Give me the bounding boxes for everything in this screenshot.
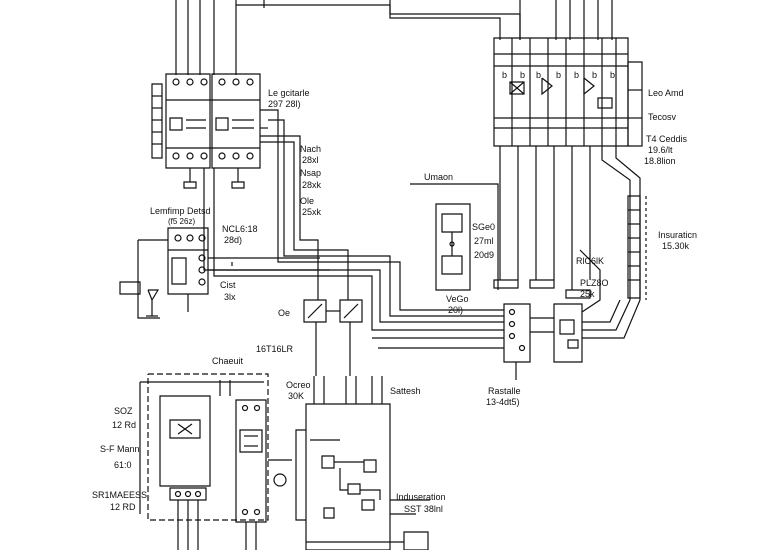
svg-text:b: b [556, 70, 561, 80]
label-sr-maeess-value: 12 RD [110, 502, 136, 512]
label-cist: Cist [220, 280, 236, 290]
terminal-strip-right [628, 196, 646, 300]
sensor-pair [304, 300, 362, 376]
label-umaon: Umaon [424, 172, 454, 182]
label-sf-mann: S-F Mann [100, 444, 140, 454]
label-sf-mann-value: 61:0 [114, 460, 132, 470]
label-ole-value: 25xk [302, 207, 322, 217]
label-plzso-value: 25k [580, 289, 595, 299]
label-nach-value: 28xl [302, 155, 319, 165]
label-chaeuit: Chaeuit [212, 356, 244, 366]
control-panel-bottom [296, 376, 430, 550]
relay-module-left [120, 228, 330, 318]
label-nclg-value: 28d) [224, 235, 243, 245]
label-ta-ceddis-value2: 18.8lion [644, 156, 676, 166]
svg-text:b: b [520, 70, 525, 80]
label-plzso: PLZ8O [580, 278, 609, 288]
label-sgeo-value2: 20d9 [474, 250, 495, 260]
junction-boxes [494, 250, 640, 380]
label-sr-maeess: SR1MAEESS [92, 490, 148, 500]
label-ltclsle: 16T16LR [256, 344, 294, 354]
label-lemfimp: Lemfimp Detsd [150, 206, 211, 216]
label-tecosv: Tecosv [648, 112, 677, 122]
label-sattesh: Sattesh [390, 386, 421, 396]
label-ocreo: Ocreo [286, 380, 311, 390]
svg-text:b: b [592, 70, 597, 80]
label-rastalle: Rastalle [488, 386, 521, 396]
svg-text:b: b [536, 70, 541, 80]
label-le-gcitarle-value: 297 28l) [268, 99, 301, 109]
cabinet-bottom-left [140, 374, 292, 550]
label-ta-ceddis-value1: 19.6/lt [648, 145, 673, 155]
svg-text:b: b [610, 70, 615, 80]
label-nsap-value: 28xk [302, 180, 322, 190]
label-induseration: Induseration [396, 492, 446, 502]
label-nclg: NCL6:18 [222, 224, 258, 234]
label-oe: Oe [278, 308, 291, 318]
label-ta-ceddis: T4 Ceddis [646, 134, 688, 144]
label-insuration-value: 15.30k [662, 241, 690, 251]
label-sgeo: SGe0 [472, 222, 496, 232]
label-le-gcitarle: Le gcitarle [268, 88, 310, 98]
svg-text:b: b [574, 70, 579, 80]
label-ole: Ole [300, 196, 315, 206]
label-soz-value: 12 Rd [112, 420, 137, 430]
label-ocreo-value: 30K [288, 391, 305, 401]
label-cist-value: 3lx [224, 292, 236, 302]
breaker-module-left [152, 74, 268, 188]
contactor-module-right [494, 38, 642, 300]
label-rlgk: RlC6lK [576, 256, 605, 266]
svg-text:b: b [502, 70, 507, 80]
label-soz: SOZ [114, 406, 133, 416]
label-lemfimp-value: (f5 26z) [168, 217, 196, 226]
label-vego-value: 20l) [448, 305, 464, 315]
label-nsap: Nsap [300, 168, 322, 178]
label-nach: Nach [300, 144, 322, 154]
umaon-element [410, 184, 498, 290]
top-feed-lines [176, 0, 612, 75]
label-leo-amd: Leo Amd [648, 88, 684, 98]
label-vego: VeGo [446, 294, 469, 304]
label-insuration: Insuraticn [658, 230, 698, 240]
label-sgeo-value1: 27ml [474, 236, 494, 246]
label-sst: SST 38lnl [404, 504, 443, 514]
label-rastalle-value: 13-4dt5) [486, 397, 520, 407]
